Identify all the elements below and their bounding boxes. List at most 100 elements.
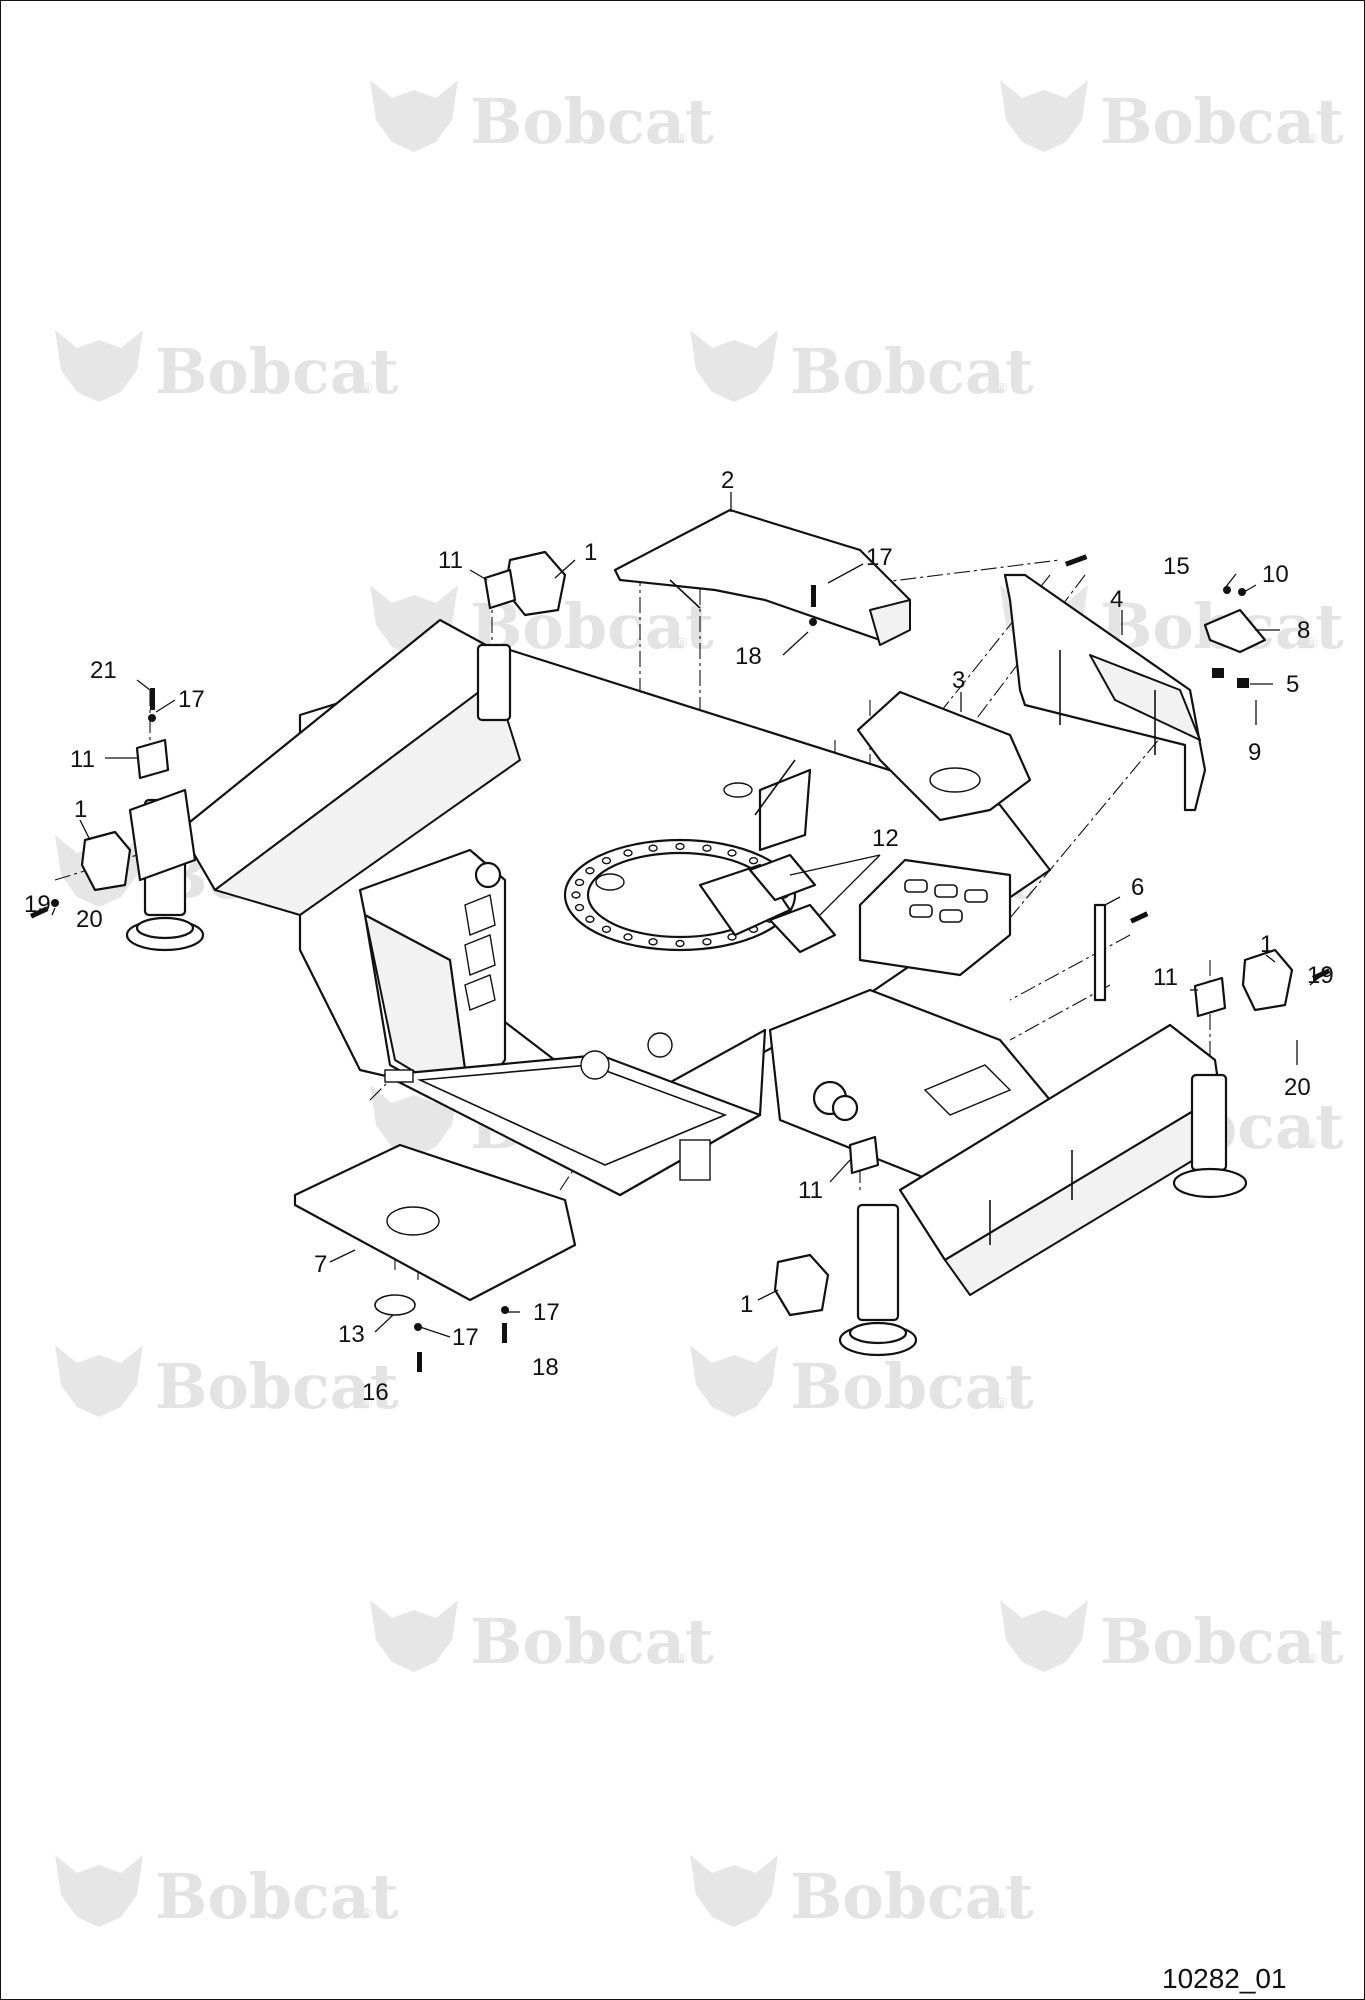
callout-20: 20: [1284, 1074, 1311, 1101]
leader-lines: [51, 492, 1323, 1338]
callout-11: 11: [438, 547, 463, 574]
callout-20: 20: [76, 906, 103, 933]
bobcat-head-icon: [55, 330, 143, 402]
watermark-registered-mark: ®: [675, 636, 689, 652]
bobcat-head-icon: [370, 1600, 458, 1672]
bobcat-head-icon: [1000, 80, 1088, 152]
ring-bolt-hole: [648, 938, 658, 946]
watermark-logo: Bobcat®: [1000, 1600, 1344, 1678]
callout-12: 12: [872, 825, 899, 852]
ring-bolt-hole: [702, 938, 712, 946]
watermark-brand: Bobcat: [155, 1860, 399, 1933]
bobcat-head-icon: [370, 80, 458, 152]
watermark-registered-mark: ®: [1305, 1136, 1319, 1152]
watermark-brand: Bobcat: [155, 335, 399, 408]
callout-5: 5: [1286, 671, 1299, 698]
watermark-registered-mark: ®: [675, 131, 689, 147]
callout-1: 1: [74, 796, 87, 823]
watermark-logo: Bobcat®: [370, 80, 714, 158]
ring-bolt-hole: [675, 842, 685, 851]
watermark-registered-mark: ®: [1305, 636, 1319, 652]
part-4-panel: [1003, 573, 1207, 812]
part-8-plate: [1203, 608, 1267, 654]
callout-3: 3: [952, 667, 965, 694]
callout-19: 19: [1307, 962, 1334, 989]
ring-bolt-hole: [748, 857, 759, 865]
watermark-brand: Bobcat: [155, 1350, 399, 1423]
watermark-brand: Bobcat: [1100, 85, 1344, 158]
callout-13: 13: [338, 1321, 365, 1348]
part-2-cover: [613, 508, 912, 646]
outrigger-front-right: [838, 1023, 1248, 1357]
callout-labels: 2 17 18 3 4 15 10 8 5 9 11 1 21 17 11 1 …: [24, 467, 1334, 1406]
callout-11: 11: [798, 1177, 823, 1204]
ring-bolt-hole: [585, 867, 595, 875]
watermark-brand: Bobcat: [470, 1605, 714, 1678]
part-3-tray: [856, 690, 1032, 822]
watermark-logo: Bobcat®: [55, 1345, 399, 1423]
ring-bolt-hole: [623, 933, 633, 941]
part-11-brackets: [135, 568, 1227, 1175]
callout-10: 10: [1262, 561, 1289, 588]
watermark-logo: Bobcat®: [690, 1855, 1034, 1933]
callout-1: 1: [740, 1291, 753, 1318]
bobcat-head-icon: [690, 330, 778, 402]
figure-id: 10282_01: [1162, 1963, 1287, 1994]
watermark-logo: Bobcat®: [55, 330, 399, 408]
ring-bolt-hole: [675, 939, 685, 948]
ring-bolt-hole: [648, 844, 658, 852]
ring-bolt-hole: [601, 925, 612, 933]
watermark-registered-mark: ®: [360, 1396, 374, 1412]
watermark-registered-mark: ®: [1305, 131, 1319, 147]
watermark-registered-mark: ®: [1305, 1651, 1319, 1667]
watermark-brand: Bobcat: [790, 1860, 1034, 1933]
bobcat-head-icon: [55, 1855, 143, 1927]
watermark-registered-mark: ®: [995, 381, 1009, 397]
watermark-logo: Bobcat®: [370, 1600, 714, 1678]
callout-15: 15: [1163, 553, 1190, 580]
watermark-logo: Bobcat®: [1000, 80, 1344, 158]
callout-17: 17: [178, 686, 205, 713]
bobcat-head-icon: [1000, 1600, 1088, 1672]
callout-18: 18: [735, 643, 762, 670]
ring-bolt-hole: [727, 933, 737, 941]
watermark-logo: Bobcat®: [690, 1345, 1034, 1423]
watermark-registered-mark: ®: [360, 381, 374, 397]
callout-1: 1: [1260, 931, 1273, 958]
callout-4: 4: [1110, 586, 1123, 613]
callout-9: 9: [1248, 739, 1261, 766]
bobcat-head-icon: [55, 1345, 143, 1417]
watermark-brand: Bobcat: [790, 335, 1034, 408]
ring-bolt-hole: [623, 849, 633, 857]
watermark-brand: Bobcat: [790, 1350, 1034, 1423]
callout-17: 17: [452, 1324, 479, 1351]
callout-7: 7: [314, 1251, 327, 1278]
callout-21: 21: [90, 657, 117, 684]
watermark-logo: Bobcat®: [55, 1855, 399, 1933]
watermark-logo: Bobcat®: [690, 330, 1034, 408]
callout-19: 19: [24, 891, 51, 918]
watermark-registered-mark: ®: [675, 1651, 689, 1667]
callout-17: 17: [533, 1299, 560, 1326]
watermark-brand: Bobcat: [1100, 1605, 1344, 1678]
watermark-registered-mark: ®: [995, 1396, 1009, 1412]
ring-bolt-hole: [727, 849, 737, 857]
ring-bolt-hole: [585, 915, 595, 923]
callout-1: 1: [584, 539, 597, 566]
callout-16: 16: [362, 1379, 389, 1406]
callout-8: 8: [1297, 617, 1310, 644]
outrigger-rear-left: [125, 618, 521, 952]
ring-bolt-hole: [574, 878, 585, 887]
part-7-plate: [293, 1143, 577, 1302]
callout-18: 18: [532, 1354, 559, 1381]
part-12-channel: [748, 853, 837, 954]
callout-17: 17: [866, 544, 893, 571]
bobcat-head-icon: [370, 1085, 458, 1157]
watermark-layer: Bobcat®Bobcat®Bobcat®Bobcat®Bobcat®Bobca…: [55, 80, 1344, 1933]
ring-bolt-hole: [574, 903, 585, 912]
callout-2: 2: [721, 467, 734, 494]
watermark-registered-mark: ®: [995, 1906, 1009, 1922]
bobcat-head-icon: [690, 1345, 778, 1417]
part-1-blocks: [80, 550, 1294, 1317]
